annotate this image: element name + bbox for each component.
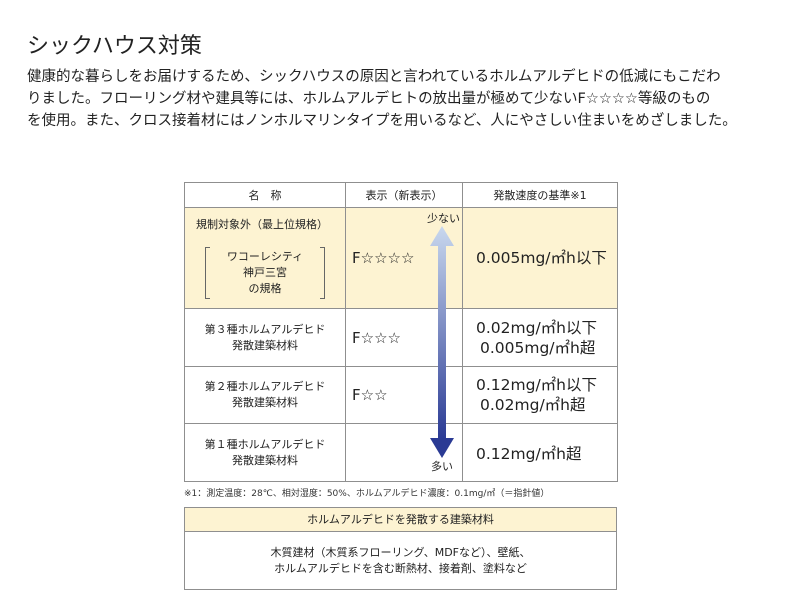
intro-line: りました。フローリング材や建具等には、ホルムアルデヒトの放出量が極めて少ないF☆… [27, 91, 711, 107]
row-name-heading: 規制対象外（最上位規格） [196, 218, 328, 231]
bracket-line: ワコーレシティ [226, 250, 304, 263]
table-row: 第１種ホルムアルデヒド 発散建築材料 0.12mg/㎡h超 [184, 423, 618, 482]
emission-arrow [430, 226, 454, 458]
standard-line: 0.005mg/㎡h超 [480, 338, 596, 357]
name-line: 発散建築材料 [232, 453, 298, 467]
standard-line: 0.02mg/㎡h超 [480, 396, 586, 414]
arrow-head-up [430, 226, 454, 440]
row-name: 規制対象外（最上位規格） ワコーレシティ 神戸三宮 の規格 [184, 207, 346, 309]
table-row: 規制対象外（最上位規格） ワコーレシティ 神戸三宮 の規格 F☆☆☆☆ 0.00… [184, 207, 618, 309]
table-row: 第３種ホルムアルデヒド 発散建築材料 F☆☆☆ 0.02mg/㎡h以下 0.00… [184, 308, 618, 367]
name-line: 発散建築材料 [232, 338, 298, 352]
page-title: シックハウス対策 [27, 34, 202, 59]
formaldehyde-grade-table: 名 称 表示（新表示） 発散速度の基準※1 規制対象外（最上位規格） ワコーレシ… [184, 182, 618, 482]
materials-body: 木質建材（木質系フローリング、MDFなど）、壁紙、 ホルムアルデヒドを含む断熱材… [185, 532, 616, 589]
bracket-line: の規格 [248, 282, 282, 295]
row-name: 第３種ホルムアルデヒド 発散建築材料 [184, 308, 346, 367]
standard-line: 0.12mg/㎡h以下 [476, 376, 597, 394]
name-line: 第３種ホルムアルデヒド [204, 322, 326, 336]
standard-line: 0.005mg/㎡h以下 [476, 249, 607, 267]
row-standard: 0.12mg/㎡h以下 0.02mg/㎡h超 [462, 366, 618, 424]
header-standard: 発散速度の基準※1 [462, 182, 618, 208]
materials-line: 木質建材（木質系フローリング、MDFなど）、壁紙、 [270, 546, 531, 559]
materials-heading: ホルムアルデヒドを発散する建築材料 [185, 508, 616, 532]
materials-line: ホルムアルデヒドを含む断熱材、接着剤、塗料など [274, 562, 527, 575]
table-header-row: 名 称 表示（新表示） 発散速度の基準※1 [184, 182, 618, 208]
arrow-bottom-label: 多い [431, 460, 453, 473]
row-name: 第１種ホルムアルデヒド 発散建築材料 [184, 423, 346, 482]
standard-line: 0.12mg/㎡h超 [476, 445, 582, 463]
row-standard: 0.02mg/㎡h以下 0.005mg/㎡h超 [462, 308, 618, 367]
standard-line: 0.02mg/㎡h以下 [476, 318, 597, 337]
row-standard: 0.005mg/㎡h以下 [462, 207, 618, 309]
name-line: 発散建築材料 [232, 396, 298, 409]
header-name: 名 称 [184, 182, 346, 208]
header-label: 表示（新表示） [345, 182, 463, 208]
bracket-line: 神戸三宮 [243, 266, 287, 279]
intro-line: を使用。また、クロス接着材にはノンホルマリンタイプを用いるなど、人にやさしい住ま… [27, 113, 737, 129]
name-line: 第１種ホルムアルデヒド [204, 437, 326, 451]
intro-line: 健康的な暮らしをお届けするため、シックハウスの原因と言われているホルムアルデヒド… [27, 69, 721, 85]
footnote: ※1：測定温度：28℃、相対湿度：50%、ホルムアルデヒド濃度：0.1mg/㎥（… [184, 489, 550, 499]
row-name: 第２種ホルムアルデヒド 発散建築材料 [184, 366, 346, 424]
name-line: 第２種ホルムアルデヒド [204, 380, 326, 393]
table-row: 第２種ホルムアルデヒド 発散建築材料 F☆☆ 0.12mg/㎡h以下 0.02m… [184, 366, 618, 424]
intro-paragraph: 健康的な暮らしをお届けするため、シックハウスの原因と言われているホルムアルデヒド… [27, 66, 787, 132]
brand-bracket: ワコーレシティ 神戸三宮 の規格 [205, 247, 325, 299]
arrow-head-down [430, 438, 454, 458]
row-standard: 0.12mg/㎡h超 [462, 423, 618, 482]
arrow-top-label: 少ない [427, 212, 460, 225]
materials-box: ホルムアルデヒドを発散する建築材料 木質建材（木質系フローリング、MDFなど）、… [184, 507, 617, 590]
